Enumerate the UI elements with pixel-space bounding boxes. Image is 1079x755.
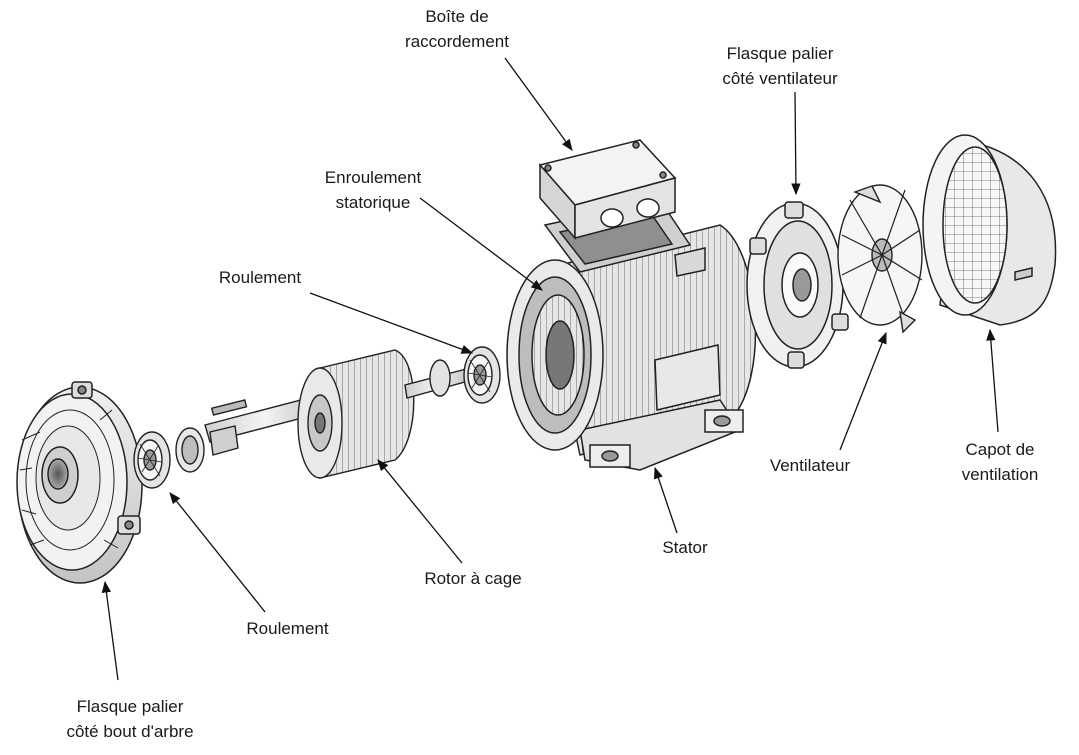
end-shield-shaft-side xyxy=(16,381,143,584)
arrow-ventilateur xyxy=(839,331,887,451)
bearing-fan-side xyxy=(463,346,501,404)
label-fan-text: Ventilateur xyxy=(769,456,851,475)
arrow-roulement-top xyxy=(309,292,474,354)
arrow-enroulement xyxy=(419,197,543,291)
label-terminal-box-line2: raccordement xyxy=(405,32,509,51)
fan-cowl xyxy=(922,134,1057,326)
label-bearing-top-text: Roulement xyxy=(218,268,302,287)
label-end-shield-fan-side: Flasque palier côté ventilateur xyxy=(700,41,860,91)
label-stator-winding: Enroulement statorique xyxy=(308,165,438,215)
label-bearing-bottom: Roulement xyxy=(230,616,345,641)
label-bearing-bottom-text: Roulement xyxy=(246,619,329,638)
arrow-boite xyxy=(504,57,573,151)
label-cage-rotor: Rotor à cage xyxy=(408,566,538,591)
label-end-shield-fan-side-line2: côté ventilateur xyxy=(722,69,838,88)
end-shield-fan-side xyxy=(746,201,849,369)
label-fan-cowl-line1: Capot de xyxy=(965,440,1035,459)
label-fan-cowl-line2: ventilation xyxy=(961,465,1039,484)
leader-lines xyxy=(101,57,999,681)
arrow-flasque-ventilateur xyxy=(791,91,801,196)
label-fan: Ventilateur xyxy=(750,453,870,478)
cage-rotor xyxy=(204,349,473,479)
label-cage-rotor-text: Rotor à cage xyxy=(424,569,522,588)
label-end-shield-shaft-side-line2: côté bout d'arbre xyxy=(66,722,194,741)
label-end-shield-shaft-side-line1: Flasque palier xyxy=(76,697,184,716)
bearing-shaft-side xyxy=(133,431,171,489)
label-stator-winding-line2: statorique xyxy=(335,193,411,212)
arrow-capot xyxy=(986,328,999,433)
bearing-ring xyxy=(175,427,205,473)
stator xyxy=(506,199,757,471)
label-fan-cowl: Capot de ventilation xyxy=(945,437,1055,487)
label-terminal-box: Boîte de raccordement xyxy=(402,4,512,54)
label-stator-text: Stator xyxy=(662,538,708,557)
label-stator-winding-line1: Enroulement xyxy=(324,168,422,187)
label-stator: Stator xyxy=(645,535,725,560)
label-bearing-top: Roulement xyxy=(205,265,315,290)
arrow-rotor xyxy=(377,459,463,564)
fan xyxy=(837,184,923,334)
label-end-shield-fan-side-line1: Flasque palier xyxy=(726,44,834,63)
arrow-stator xyxy=(653,466,678,534)
arrow-roulement-bottom xyxy=(169,492,266,613)
arrow-flasque-arbre xyxy=(101,580,119,681)
label-terminal-box-line1: Boîte de xyxy=(425,7,489,26)
terminal-box xyxy=(538,139,677,240)
label-end-shield-shaft-side: Flasque palier côté bout d'arbre xyxy=(45,694,215,744)
